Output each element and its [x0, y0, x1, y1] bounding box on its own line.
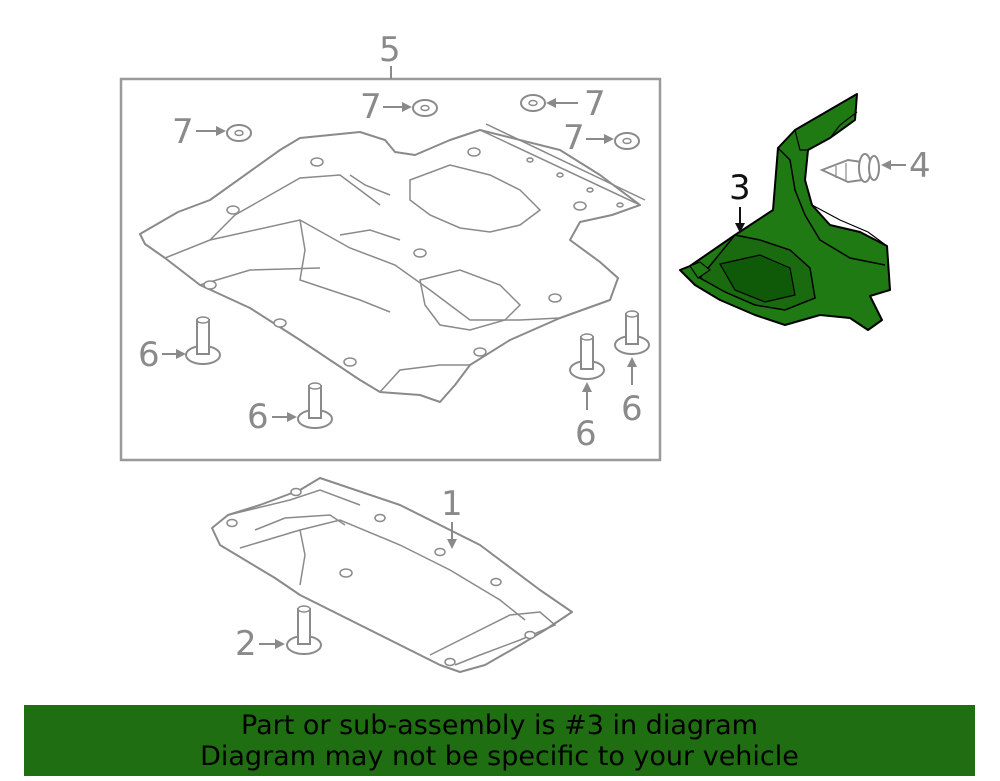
arrowhead-7a: [216, 126, 226, 136]
arrowhead-7b: [402, 102, 412, 112]
callout-6b: 6: [247, 397, 269, 437]
callout-7a: 7: [172, 112, 194, 152]
arrowhead-1: [447, 539, 457, 549]
callout-6a: 6: [138, 335, 160, 375]
callout-5: 5: [379, 30, 401, 70]
part-7-washer-a: [226, 124, 252, 142]
arrowhead-6d: [627, 357, 637, 367]
callout-7b: 7: [360, 87, 382, 127]
callout-3: 3: [729, 168, 751, 208]
part-6-fastener-b: [297, 382, 333, 429]
callout-4: 4: [909, 146, 931, 186]
arrowhead-3: [735, 223, 745, 233]
part-7-washer-b: [412, 99, 438, 117]
part-6-fastener-c: [569, 333, 605, 380]
callout-6d: 6: [621, 389, 643, 429]
part-1-lower-shield: [211, 477, 573, 673]
arrowhead-2: [275, 639, 285, 649]
parts-diagram: 5: [119, 30, 931, 673]
callout-2: 2: [235, 624, 257, 664]
part-4-clip: [819, 153, 880, 184]
arrowhead-6a: [176, 349, 186, 359]
callout-7c: 7: [584, 84, 606, 124]
part-7-washer-d: [614, 132, 640, 150]
part-3-splash-shield: [679, 93, 891, 331]
callout-7d: 7: [563, 118, 585, 158]
arrowhead-6c: [582, 382, 592, 392]
callout-6c: 6: [575, 414, 597, 454]
callout-1: 1: [441, 484, 463, 524]
part-7-washer-c: [520, 94, 546, 112]
part-6-fastener-a: [185, 316, 221, 365]
banner-line-part-info: Part or sub-assembly is #3 in diagram: [241, 709, 758, 741]
arrowhead-7d: [604, 134, 614, 144]
arrowhead-6b: [287, 412, 297, 422]
banner-line-disclaimer: Diagram may not be specific to your vehi…: [200, 740, 799, 772]
part-5-under-engine-shield: [139, 123, 646, 403]
part-6-fastener-d: [614, 310, 650, 355]
arrowhead-4: [881, 160, 891, 170]
arrowhead-7c: [546, 98, 556, 108]
info-banner: Part or sub-assembly is #3 in diagram Di…: [24, 705, 975, 776]
part-2-fastener: [286, 605, 322, 655]
